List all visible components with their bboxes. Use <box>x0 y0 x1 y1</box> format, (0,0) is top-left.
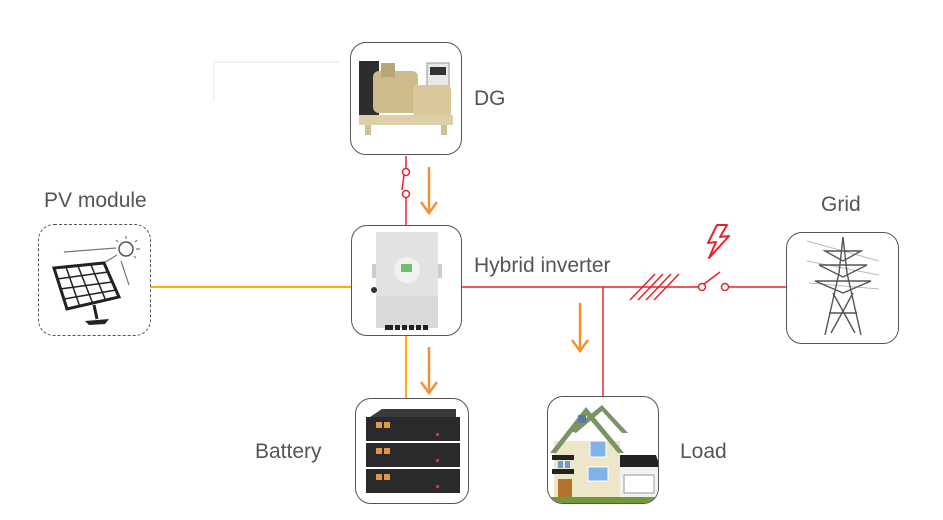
flow-arrow-load <box>570 303 590 354</box>
lightning-icon <box>707 224 730 259</box>
flow-arrow-battery <box>419 347 439 396</box>
inverter-icon <box>371 232 442 330</box>
house-icon <box>548 405 658 503</box>
load-node[interactable] <box>547 396 659 504</box>
battery-stack-icon <box>366 409 460 493</box>
grid-node[interactable] <box>786 232 899 344</box>
inverter-label: Hybrid inverter <box>474 254 611 277</box>
inverter-grid-line <box>462 271 787 301</box>
flow-arrow-dg <box>419 167 439 216</box>
solar-panel-icon <box>52 236 140 325</box>
inverter-node[interactable] <box>351 225 462 336</box>
grid-label: Grid <box>821 193 861 216</box>
diesel-generator-icon <box>359 61 453 135</box>
dg-inverter-line <box>401 156 411 226</box>
battery-node[interactable] <box>355 398 469 504</box>
load-label: Load <box>680 440 727 463</box>
pv-label: PV module <box>44 189 147 212</box>
dg-node[interactable] <box>350 42 462 155</box>
dg-label: DG <box>474 87 506 110</box>
transmission-tower-icon <box>806 236 880 336</box>
pv-node[interactable] <box>38 224 151 336</box>
battery-label: Battery <box>255 440 322 463</box>
